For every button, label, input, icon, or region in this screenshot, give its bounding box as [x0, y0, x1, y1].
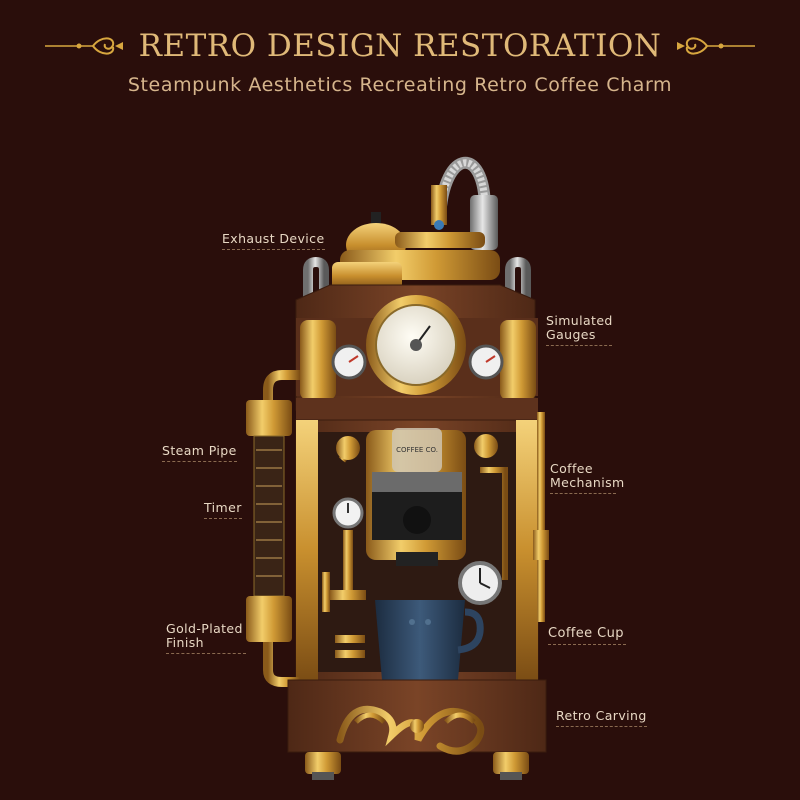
label-steam-pipe: Steam Pipe	[162, 444, 237, 462]
label-text: Simulated	[546, 313, 613, 328]
label-text: Gauges	[546, 327, 596, 342]
label-timer: Timer	[204, 501, 242, 519]
exhaust-device	[332, 212, 500, 290]
timer	[332, 497, 364, 590]
label-text: Gold-Plated	[166, 621, 243, 636]
right-flourish-icon	[677, 37, 756, 55]
label-exhaust-device: Exhaust Device	[222, 232, 325, 250]
label-gold-plated-finish: Gold-Plated Finish	[166, 622, 246, 654]
gold-fittings	[322, 572, 366, 658]
steam-pipe	[246, 370, 300, 687]
page-title: RETRO DESIGN RESTORATION	[138, 28, 662, 64]
simulated-gauges	[331, 295, 504, 395]
label-text: Finish	[166, 635, 204, 650]
coffee-cup	[375, 600, 484, 680]
label-text: Coffee Cup	[548, 626, 624, 641]
label-coffee-mechanism: Coffee Mechanism	[550, 461, 625, 494]
label-coffee-cup: Coffee Cup	[548, 627, 626, 645]
clock	[458, 561, 502, 605]
left-flourish-icon	[44, 37, 123, 55]
page-subtitle: Steampunk Aesthetics Recreating Retro Co…	[127, 74, 673, 96]
base	[287, 679, 547, 780]
right-pipe	[533, 412, 549, 622]
label-text: Exhaust Device	[222, 231, 325, 246]
label-text: Mechanism	[550, 475, 625, 490]
label-text: Coffee	[550, 461, 593, 476]
label-text: Retro Carving	[556, 708, 647, 723]
coffee-mechanism: COFFEE CO.	[336, 428, 508, 580]
label-retro-carving: Retro Carving	[556, 709, 647, 727]
exhaust-hose	[431, 156, 498, 250]
label-text: Timer	[204, 500, 242, 515]
glass-label: COFFEE CO.	[396, 446, 438, 454]
label-simulated-gauges: Simulated Gauges	[546, 314, 612, 346]
header: RETRO DESIGN RESTORATION	[0, 22, 800, 70]
label-text: Steam Pipe	[162, 443, 237, 458]
